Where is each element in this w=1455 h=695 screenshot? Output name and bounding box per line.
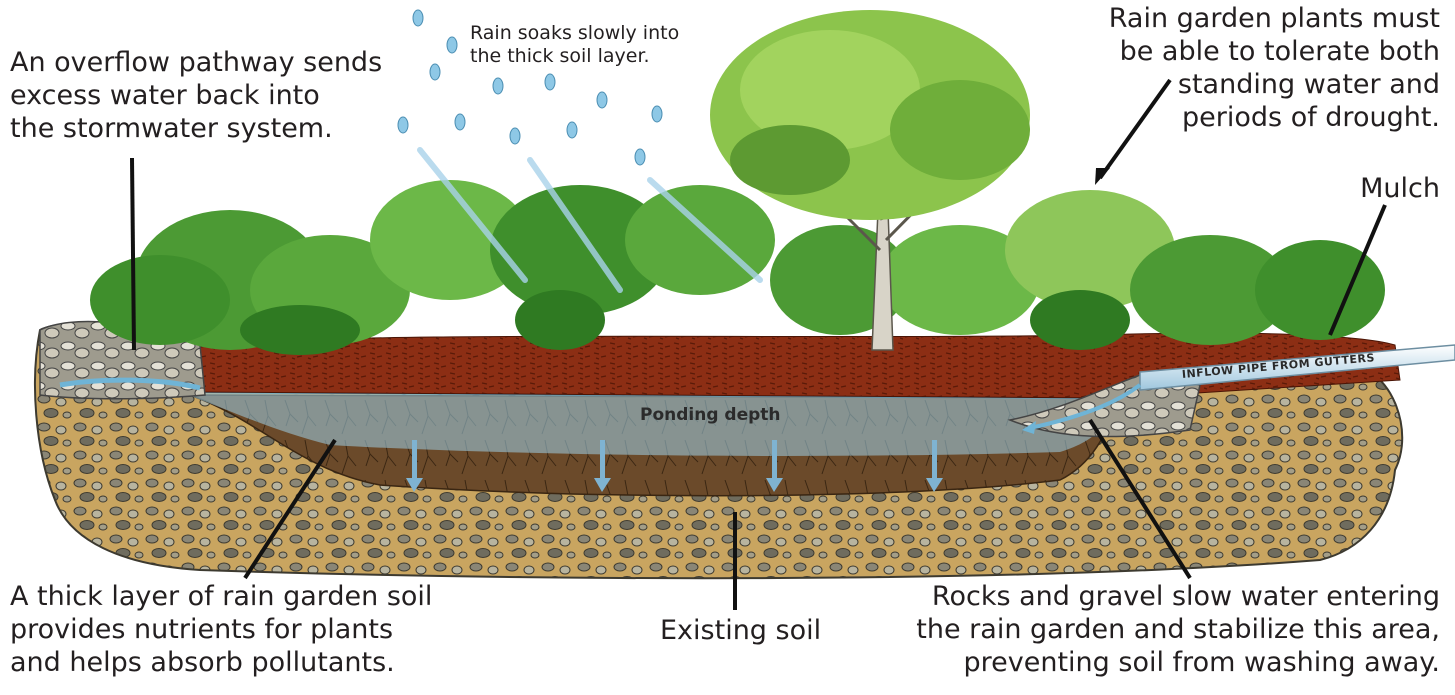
soil-label: A thick layer of rain garden soil provid… [10,580,432,679]
mulch-label: Mulch [1360,172,1440,205]
rain-label: Rain soaks slowly into the thick soil la… [470,22,679,68]
rocks-label: Rocks and gravel slow water entering the… [916,580,1440,679]
existing-soil-label: Existing soil [660,614,821,647]
ponding-depth-label: Ponding depth [640,405,781,425]
garden-foliage [90,180,1385,355]
plants-label: Rain garden plants must be able to toler… [1109,2,1440,134]
overflow-label: An overflow pathway sends excess water b… [10,46,382,145]
